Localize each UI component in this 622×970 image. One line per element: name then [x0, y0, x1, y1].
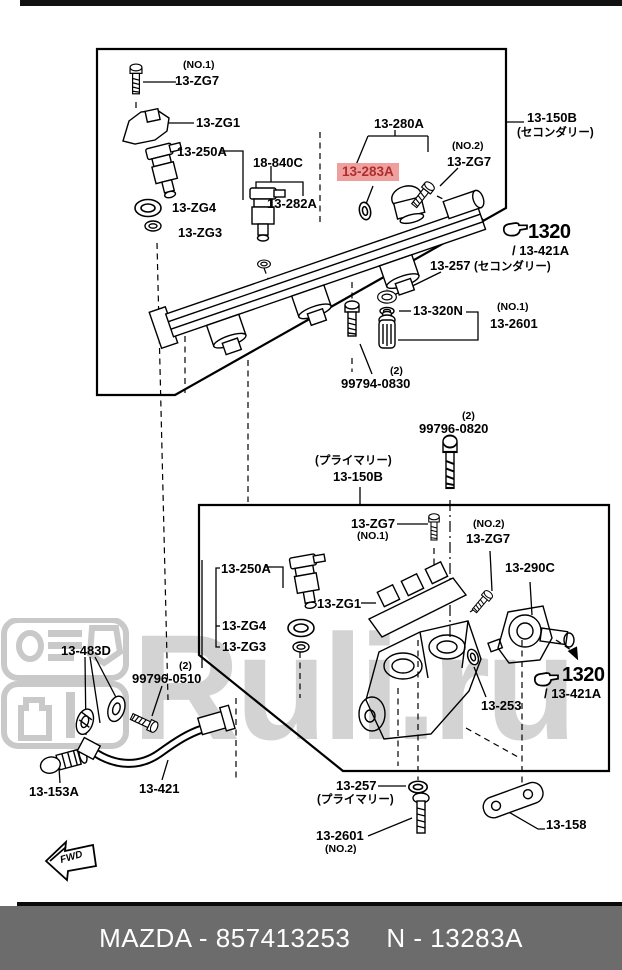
part-label-18-840c: 18-840C	[253, 155, 303, 170]
note-13-257-primary: (プライマリー)	[317, 794, 394, 806]
part-label-99794-0830: 99794-0830	[341, 376, 411, 391]
note-no2-primary: (NO.2)	[473, 518, 505, 530]
bolt-13-zg7-no1-primary	[428, 513, 440, 541]
part-label-13-zg4-primary: 13-ZG4	[222, 618, 267, 633]
o-ring-13-282a	[257, 259, 271, 269]
part-label-13-282a: 13-282A	[267, 196, 317, 211]
watermark: Ruli.ru	[1, 603, 577, 771]
bolt-99796-0510	[128, 710, 161, 735]
part-label-13-253: 13-253	[481, 698, 522, 713]
ref-label-1320-primary: 1320	[562, 664, 605, 686]
note-no1-top: (NO.1)	[183, 59, 215, 71]
part-label-99796-0820: 99796-0820	[419, 421, 489, 436]
note-13-257-secondary: (セコンダリー)	[474, 261, 551, 273]
bracket-13-158	[482, 781, 544, 819]
part-label-13-zg1-secondary: 13-ZG1	[196, 115, 241, 130]
o-ring-13-zg3-primary	[292, 641, 310, 653]
assembly-note-secondary: (セコンダリー)	[517, 127, 594, 139]
regulator-13-290c	[487, 605, 575, 664]
top-border-bar	[20, 0, 622, 6]
note-no2-top: (NO.2)	[452, 140, 484, 152]
hand-ref-icon-secondary	[502, 222, 528, 237]
qty-99796-0820: (2)	[462, 410, 475, 422]
part-label-13-280a: 13-280A	[374, 116, 424, 131]
part-label-13-153a: 13-153A	[29, 784, 79, 799]
assembly-label-13-150b-primary: 13-150B	[333, 469, 383, 484]
seal-13-257-primary	[407, 780, 429, 794]
damper-bracket-13-zg1	[122, 107, 170, 145]
footer-fig-code: N - 13283A	[386, 922, 523, 953]
qty-99796-0510: (2)	[179, 660, 192, 672]
assembly-note-primary: (プライマリー)	[315, 455, 392, 467]
mount-rubbers-13-zg1-primary	[367, 560, 468, 638]
footer-divider	[17, 902, 622, 906]
o-ring-13-zg4-primary	[287, 618, 315, 638]
part-label-13-zg7-no2-secondary: 13-ZG7	[447, 154, 492, 169]
part-label-13-zg7-no1-secondary: 13-ZG7	[175, 73, 220, 88]
bolt-13-zg7-no2-primary	[470, 588, 495, 615]
primary-box-frame	[197, 503, 611, 773]
note-no1-primary: (NO.1)	[357, 530, 389, 542]
o-ring-13-zg4-secondary	[134, 198, 162, 218]
qty-99794-0830: (2)	[390, 365, 403, 377]
part-label-13-2601-no1: 13-2601	[490, 316, 538, 331]
note-no1-2601: (NO.1)	[497, 301, 529, 313]
o-ring-13-283a	[357, 200, 373, 222]
seal-13-257-secondary	[377, 290, 397, 304]
part-label-13-257-primary: 13-257	[336, 778, 377, 793]
bolt-13-2601-no2	[412, 792, 430, 834]
hand-ref-icon-primary	[533, 672, 559, 687]
secondary-box-frame	[95, 47, 508, 397]
grommets-13-483d	[75, 695, 126, 736]
ref-sublabel-13-421a-secondary: / 13-421A	[512, 243, 570, 258]
footer-brand-part: MAZDA - 857413253	[99, 922, 351, 953]
part-label-13-zg7-no1-primary: 13-ZG7	[351, 516, 396, 531]
bolt-99796-0820	[441, 434, 459, 490]
part-label-13-158: 13-158	[546, 817, 587, 832]
assembly-label-13-150b-secondary: 13-150B	[527, 110, 577, 125]
ref-label-1320-secondary: 1320	[528, 221, 571, 243]
part-label-13-483d: 13-483D	[61, 643, 111, 658]
ref-sublabel-13-421a-primary: / 13-421A	[544, 686, 602, 701]
secondary-fuel-rail	[148, 189, 487, 356]
part-label-13-2601-no2: 13-2601	[316, 828, 364, 843]
footer-bar: MAZDA - 857413253 N - 13283A	[0, 906, 622, 970]
watermark-logo-icon	[1, 618, 129, 749]
part-label-13-283a-highlighted: 13-283A	[337, 163, 399, 182]
part-label-99796-0510: 99796-0510	[132, 671, 202, 686]
part-label-13-290c: 13-290C	[505, 560, 555, 575]
bolt-13-zg7-no1	[129, 63, 143, 95]
part-label-13-421: 13-421	[139, 781, 180, 796]
part-label-13-zg3-primary: 13-ZG3	[222, 639, 267, 654]
fuel-hose-13-421	[76, 704, 236, 768]
watermark-text: Ruli.ru	[132, 603, 577, 771]
fwd-arrow-icon	[44, 839, 98, 882]
bolt-99794-0830	[344, 300, 360, 337]
part-label-13-zg3-secondary: 13-ZG3	[178, 225, 223, 240]
part-label-13-320n: 13-320N	[413, 303, 463, 318]
ref-arrow-primary	[555, 639, 579, 661]
part-label-13-250a-primary: 13-250A	[221, 561, 271, 576]
primary-fuel-rail-block	[358, 620, 482, 740]
filter-13-2601-no1	[378, 310, 396, 349]
part-label-13-257-secondary: 13-257	[430, 258, 471, 273]
o-ring-13-zg3-secondary	[144, 220, 162, 232]
diagram-line-art	[39, 47, 611, 882]
part-label-13-zg1-primary: 13-ZG1	[317, 596, 362, 611]
damper-13-280a	[391, 185, 426, 225]
part-label-13-250a-secondary: 13-250A	[177, 144, 227, 159]
part-label-13-zg7-no2-primary: 13-ZG7	[466, 531, 511, 546]
part-label-13-zg4-secondary: 13-ZG4	[172, 200, 217, 215]
note-no2-2601: (NO.2)	[325, 843, 357, 855]
